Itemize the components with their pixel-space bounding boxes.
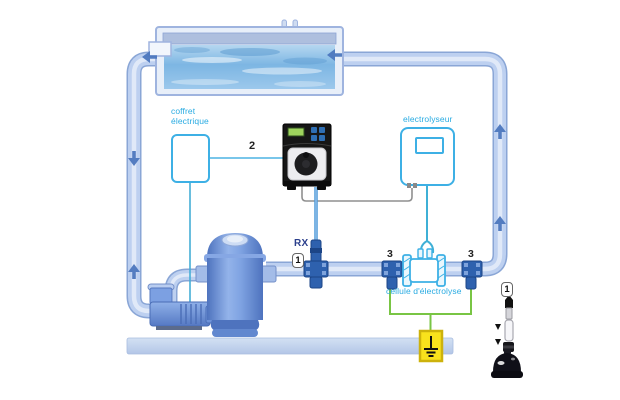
probe-saddle-dome [493,353,521,372]
coffret-label-line1: coffret [171,106,196,116]
flow-direction-arrow-icon [327,49,342,61]
ground-box [418,329,444,363]
electrolyseur-box [400,127,455,188]
pool [148,19,344,96]
pool-rim [162,32,337,45]
coffret-label: coffret électrique [171,106,209,126]
electrolyseur-display [415,137,444,154]
probe-kit-badge: 1 [501,282,513,297]
flow-direction-arrow-icon [128,151,140,166]
tee-left-number: 3 [387,248,393,260]
dosing-pump [282,123,332,190]
equipment-slab [126,337,454,355]
flow-direction-arrow-icon [142,51,157,63]
coffret-electrique-box [171,134,210,183]
rx-label: RX [294,238,309,249]
pool-water [164,45,335,89]
probe-kit-exploded-view [491,295,523,378]
filter-tank [195,233,277,337]
rx-probe-fitting [303,239,329,289]
cellule-label: cellule d'électrolyse [386,286,462,296]
water-waves [171,47,327,87]
flow-arrows [128,49,506,279]
assembly-arrow-icon [495,324,501,330]
wire-2-number: 2 [249,140,256,152]
assembly-arrow-icon [495,339,501,345]
dosing-pump-to-electrolyseur-cable [301,186,413,202]
dosing-pump-keypad [311,127,325,141]
flow-direction-arrow-icon [128,264,140,279]
bonding-tee-right [461,260,483,290]
return-pipe [266,51,508,277]
coffret-label-line2: électrique [171,116,209,126]
tee-right-number: 3 [468,248,474,260]
suction-pipe [126,51,164,319]
pool-skimmer [148,41,172,57]
flow-direction-arrow-icon [494,124,506,139]
dosing-pump-lcd [287,127,305,137]
probe-tube [504,319,514,342]
electrolysis-cell [402,248,446,287]
electrolyseur-label: electrolyseur [403,114,453,124]
rx-badge: 1 [292,253,304,268]
earth-ground-icon [424,336,438,357]
probe-electrode-cap [505,295,513,308]
pipe-loop [126,51,508,319]
flow-direction-arrow-icon [494,216,506,231]
bonding-tee-left [381,260,403,290]
